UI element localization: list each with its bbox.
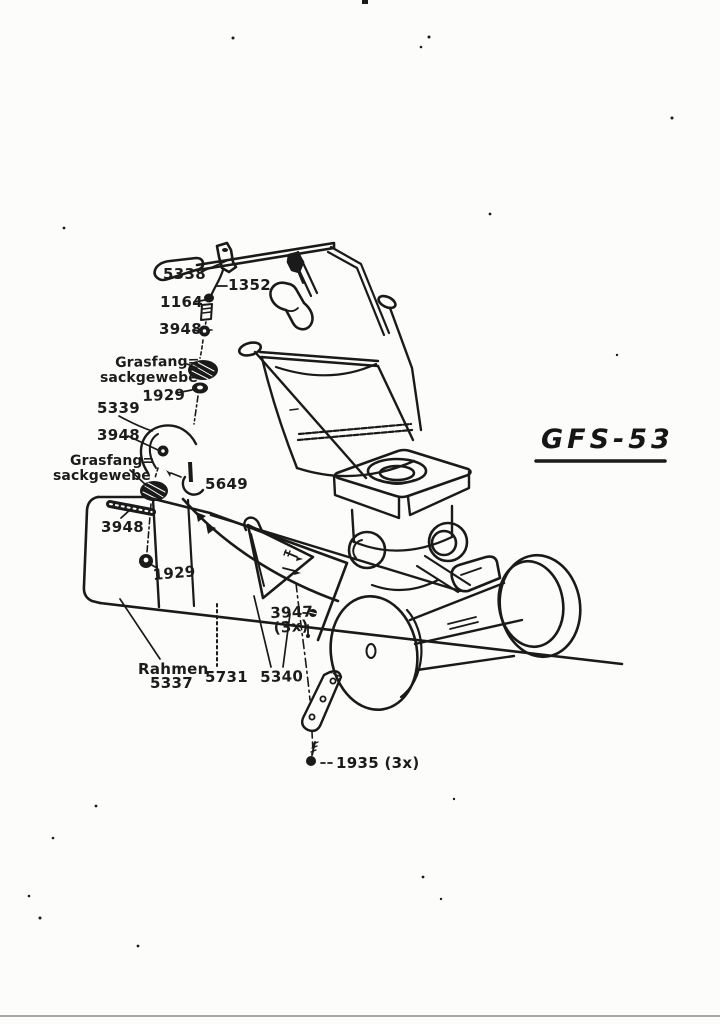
label-5340: 5340 [260,667,304,686]
label-3948-b: 3948 [97,426,140,444]
label-grasfang-b-2: sackgewebe [53,468,151,484]
drum-bracket [450,555,502,593]
label-5339: 5339 [97,399,140,417]
handlebar-group [153,241,336,298]
label-grasfang-a-1: Grasfang= [115,353,200,371]
label-5337: 5337 [150,674,193,692]
label-grasfang-a-2: sackgewebe [100,370,198,386]
label-grasfang-b-1: Grasfang= [70,453,155,469]
right-wheel [497,553,582,659]
label-3947-qty: (3x) [273,616,310,637]
left-wheel [329,595,423,711]
label-5731: 5731 [205,668,248,686]
scan-edge-shadow [0,1015,720,1017]
label-3948-c: 3948 [101,518,144,536]
scan-specks [27,0,674,948]
discharge-flap [243,516,318,638]
label-1929-a: 1929 [142,385,186,405]
exploded-hardware-column [188,293,218,425]
mounting-bracket [295,582,343,733]
model-title: GFS-53 [541,424,674,455]
chassis-frame [82,495,624,666]
label-1929-b: 1929 [152,562,197,584]
flap-screws [282,549,318,638]
deck [181,497,462,603]
label-1352: 1352 [228,276,271,294]
mufflers [347,521,469,570]
leader-lines [118,258,335,764]
label-rahmen: Rahmen [138,660,209,678]
label-1935: 1935 (3x) [336,754,420,772]
label-1164: 1164 [160,293,203,311]
screw-1935 [306,731,319,766]
engine [332,448,472,594]
bag-funnel [269,281,314,331]
label-3948-a: 3948 [159,320,202,338]
fuel-cap [366,457,428,485]
label-5338: 5338 [163,265,206,283]
label-5649: 5649 [205,475,248,493]
